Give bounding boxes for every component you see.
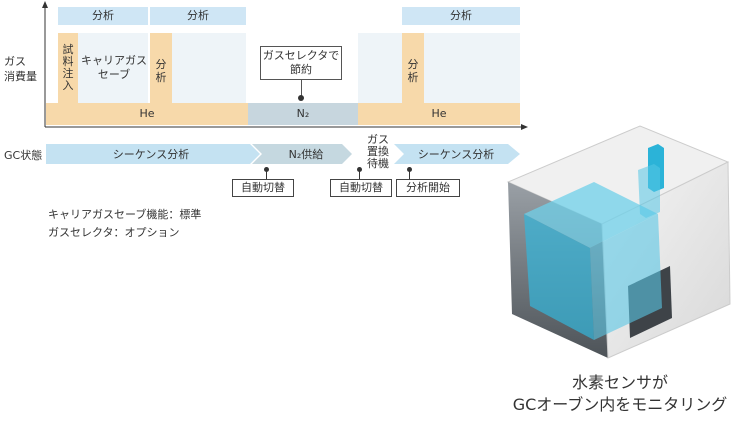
analysis-vertical-label-2: 分 析 — [407, 58, 419, 84]
gas-selector-callout-text: ガスセレクタで 節約 — [262, 49, 340, 76]
callout-connector — [301, 79, 302, 97]
carrier-save-label: キャリアガス セーブ — [81, 54, 147, 81]
analysis-bar-3 — [402, 7, 520, 25]
he-band-2-label: He — [431, 107, 447, 120]
trigger-box-2 — [330, 179, 392, 197]
trigger-dot-3 — [407, 167, 412, 172]
gas-selector-callout — [260, 46, 342, 80]
analysis-bar-2-label: 分析 — [187, 9, 209, 22]
analysis-bar-1-label: 分析 — [92, 9, 114, 22]
analysis-vertical-label-1: 分 析 — [155, 58, 167, 84]
gc-state-arrows — [46, 144, 520, 164]
trigger-label-1: 自動切替 — [241, 181, 285, 194]
analysis-bar-3-label: 分析 — [450, 9, 472, 22]
gc-state-axis-label: GC状態 — [4, 149, 43, 162]
trigger-label-2: 自動切替 — [339, 181, 383, 194]
gc-instrument-illustration — [506, 125, 731, 359]
trigger-line-2 — [359, 171, 360, 179]
trigger-dot-1 — [264, 167, 269, 172]
sensor-caption: 水素センサが GCオーブン内をモニタリング — [500, 372, 740, 416]
callout-dot — [298, 95, 304, 101]
n2-band — [248, 103, 358, 125]
analysis-bar-1 — [58, 7, 148, 25]
note-gas-selector: ガスセレクタ：オプション — [48, 226, 180, 239]
trigger-box-1 — [232, 179, 294, 197]
he-band-2 — [358, 103, 520, 125]
gc-stage-3-label: ガス 置換 待機 — [367, 133, 389, 170]
n2-band-label: N₂ — [296, 107, 310, 120]
analysis-bar-2 — [150, 7, 246, 25]
carrier-save-region — [78, 33, 148, 103]
gc-stage-1-label: シーケンス分析 — [112, 148, 190, 161]
analysis-vertical-bar-2 — [402, 33, 424, 103]
idle-region-3 — [424, 33, 520, 103]
caption-line-2: GCオーブン内をモニタリング — [512, 395, 728, 414]
he-band-1-label: He — [139, 107, 155, 120]
idle-region-1 — [172, 33, 246, 103]
note-carrier-save: キャリアガスセーブ機能：標準 — [48, 208, 202, 221]
sample-injection-label: 試 料 注 入 — [62, 43, 74, 92]
gas-consumption-axes — [42, 1, 528, 130]
gc-stage-4-label: シーケンス分析 — [417, 148, 495, 161]
caption-line-1: 水素センサが — [571, 373, 668, 392]
sample-injection-bar — [58, 33, 78, 103]
gas-consumption-axis-label: ガス 消費量 — [4, 55, 37, 83]
trigger-label-3: 分析開始 — [406, 181, 450, 194]
trigger-line-3 — [409, 171, 410, 179]
he-band-1 — [46, 103, 248, 125]
gc-stage-2-label: N₂供給 — [288, 148, 324, 161]
trigger-line-1 — [266, 171, 267, 179]
idle-region-2 — [358, 33, 402, 103]
trigger-dot-2 — [357, 167, 362, 172]
trigger-box-3 — [396, 179, 460, 197]
analysis-vertical-bar-1 — [150, 33, 172, 103]
